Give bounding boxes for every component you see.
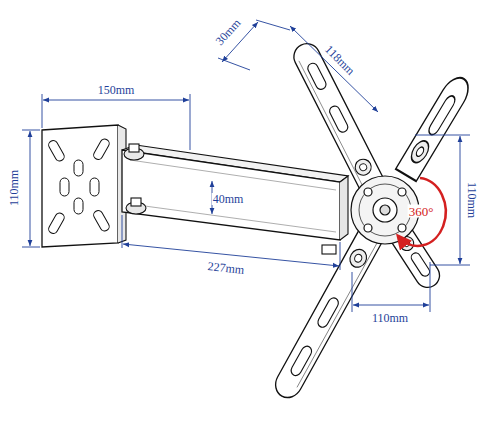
dimension-label: 150mm [97, 84, 136, 96]
rotation-label: 360° [408, 205, 435, 218]
dimension-label: 110mm [466, 181, 478, 219]
dimension-label: 227mm [206, 260, 246, 276]
dimension-lines [22, 20, 470, 312]
rotation-arrow [398, 178, 446, 246]
vesa-arms [270, 39, 474, 402]
dimension-label: 110mm [8, 169, 20, 207]
dimension-label: 40mm [212, 193, 245, 205]
dimension-label: 110mm [371, 312, 409, 324]
wall-plate [42, 125, 126, 247]
swing-arm [122, 144, 348, 254]
